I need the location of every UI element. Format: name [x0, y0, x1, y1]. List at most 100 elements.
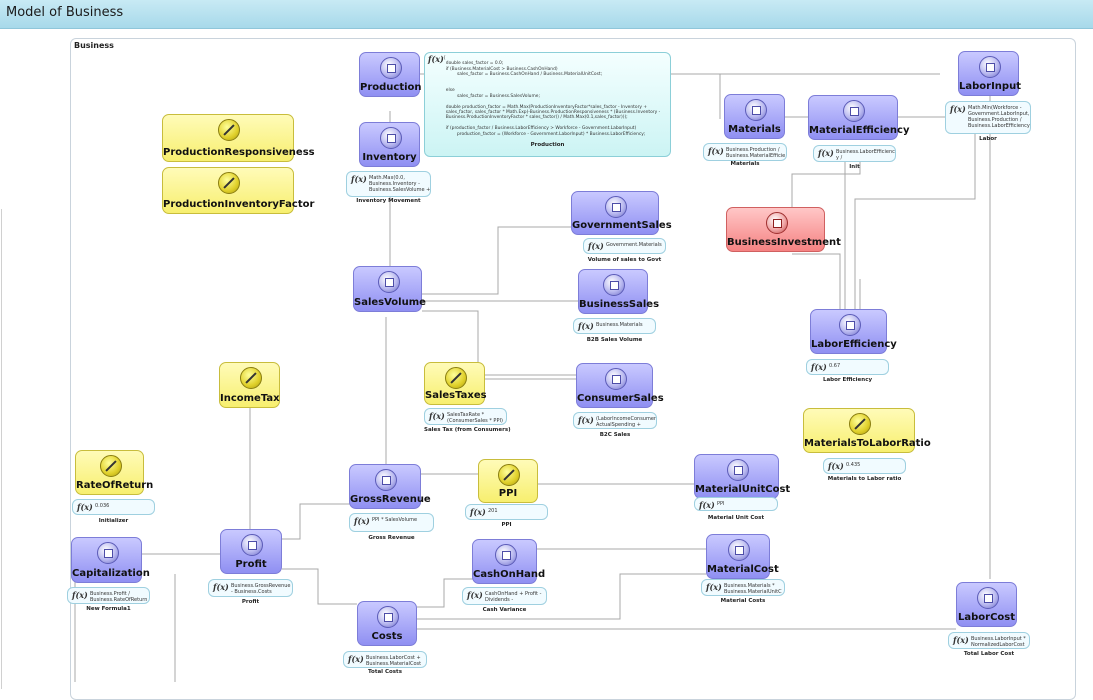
variable-icon: [494, 544, 517, 566]
formula-caption: Production: [530, 142, 565, 148]
business-frame-label: Business: [74, 41, 114, 50]
sales-volume-node[interactable]: SalesVolume: [353, 266, 426, 312]
wire-profit-costs: [282, 568, 357, 605]
variable-icon: [843, 100, 865, 122]
material-efficiency-formula[interactable]: f(x)Business.LaborEfficienc y /: [813, 145, 896, 162]
consumer-sales-formula[interactable]: f(x)(LaborIncomeConsumer. ActualSpending…: [573, 412, 657, 429]
materials-node[interactable]: Materials: [724, 94, 785, 139]
window-title: Model of Business: [6, 5, 124, 20]
function-icon: f(x): [428, 54, 444, 64]
costs-caption: Total Costs: [368, 669, 402, 675]
rate-of-return-formula[interactable]: f(x)0.036: [72, 499, 155, 515]
materials-to-labor-ratio-formula[interactable]: f(x)0.435: [823, 458, 906, 474]
profit-formula[interactable]: f(x)Business.GrossRevenue - Business.Cos…: [208, 579, 293, 597]
function-icon: f(x): [351, 174, 367, 184]
function-icon: f(x): [77, 502, 93, 512]
parameter-icon: [218, 119, 240, 141]
inventory-formula[interactable]: f(x)Math.Max(0.0, Business.Inventory - B…: [346, 171, 431, 197]
function-icon: f(x): [950, 104, 966, 114]
function-icon: f(x): [828, 461, 844, 471]
business-sales-node[interactable]: BusinessSales: [578, 269, 659, 314]
material-efficiency-node[interactable]: MaterialEfficiency: [808, 95, 909, 140]
profit-node[interactable]: Profit: [220, 529, 282, 574]
materials-caption: Materials: [730, 161, 760, 167]
variable-icon: [603, 274, 625, 296]
costs-formula[interactable]: f(x)Business.LaborCost + Business.Materi…: [343, 651, 427, 668]
material-unit-cost-node[interactable]: MaterialUnitCost: [694, 454, 790, 499]
material-efficiency-caption: Init: [849, 164, 860, 170]
ppi-node[interactable]: PPI: [478, 459, 538, 503]
ppi-formula[interactable]: f(x)201: [465, 504, 548, 520]
gross-revenue-formula[interactable]: f(x)PPI * SalesVolume: [349, 513, 434, 532]
rate-of-return-node[interactable]: RateOfReturn: [75, 450, 153, 495]
production-formula[interactable]: f(x){ double sales_factor = 0.0; if (Bus…: [424, 52, 671, 157]
function-icon: f(x): [588, 241, 604, 251]
production-inventory-factor-node[interactable]: ProductionInventoryFactor: [162, 167, 314, 214]
wire-big-materials: [672, 73, 721, 119]
wire-costs-materialcost: [417, 573, 706, 620]
ppi-caption: PPI: [501, 522, 512, 528]
labor-efficiency-formula[interactable]: f(x)0.67: [806, 359, 889, 375]
labor-cost-formula[interactable]: f(x)Business.LaborInput * NormalizedLabo…: [948, 632, 1030, 649]
function-icon: f(x): [818, 148, 834, 158]
labor-input-formula[interactable]: f(x)Math.Min(Workforce - Government.Labo…: [945, 101, 1031, 134]
function-icon: f(x): [811, 362, 827, 372]
parameter-icon: [218, 172, 240, 194]
consumer-sales-node[interactable]: ConsumerSales: [576, 363, 664, 408]
cash-on-hand-caption: Cash Variance: [482, 607, 527, 613]
capitalization-formula[interactable]: f(x)Business.Profit / Business.RateOfRet…: [67, 587, 150, 604]
model-canvas[interactable]: Business Production f(x){ double sales: [0, 29, 1093, 700]
function-icon: f(x): [699, 500, 715, 510]
parameter-icon: [239, 367, 262, 389]
inventory-node[interactable]: Inventory: [359, 122, 420, 167]
material-unit-cost-formula[interactable]: f(x)PPI: [694, 497, 778, 511]
labor-efficiency-node[interactable]: LaborEfficiency: [810, 309, 897, 354]
government-sales-node[interactable]: GovernmentSales: [571, 191, 672, 235]
variable-icon: [241, 534, 263, 556]
variable-icon: [978, 56, 1001, 78]
business-sales-formula[interactable]: f(x)Business.Materials: [573, 318, 656, 334]
sales-taxes-node[interactable]: SalesTaxes: [424, 362, 487, 405]
material-cost-node[interactable]: MaterialCost: [706, 534, 779, 579]
profit-caption: Profit: [241, 599, 260, 605]
function-icon: f(x): [706, 582, 722, 592]
government-sales-caption: Volume of sales to Govt: [587, 257, 662, 263]
sales-taxes-formula[interactable]: f(x)SalesTaxRate * (ConsumerSales * PPI): [424, 408, 507, 425]
production-node[interactable]: Production: [359, 52, 422, 97]
cash-on-hand-node[interactable]: CashOnHand: [472, 539, 545, 584]
materials-to-labor-ratio-node[interactable]: MaterialsToLaborRatio: [803, 408, 931, 453]
materials-to-labor-ratio-caption: Materials to Labor ratio: [827, 476, 902, 482]
external-variable-icon: [765, 212, 788, 234]
costs-node[interactable]: Costs: [357, 601, 417, 646]
materials-formula[interactable]: f(x)Business.Production / Business.Mater…: [703, 143, 787, 161]
government-sales-formula[interactable]: f(x)Government.Materials: [583, 238, 666, 254]
parameter-icon: [99, 455, 122, 477]
inventory-caption: Inventory Movement: [356, 198, 421, 204]
gross-revenue-node[interactable]: GrossRevenue: [349, 464, 431, 509]
labor-input-caption: Labor: [979, 136, 997, 142]
variable-icon: [375, 469, 397, 491]
variable-icon: [726, 459, 749, 481]
labor-cost-caption: Total Labor Cost: [963, 651, 1015, 657]
production-responsiveness-node[interactable]: ProductionResponsiveness: [162, 114, 315, 162]
labor-cost-node[interactable]: LaborCost: [956, 582, 1017, 627]
business-investment-node[interactable]: BusinessInvestment: [726, 207, 841, 252]
labor-efficiency-caption: Labor Efficiency: [822, 377, 873, 383]
variable-icon: [604, 368, 627, 390]
material-cost-caption: Material Costs: [720, 598, 766, 604]
parameter-icon: [444, 367, 467, 389]
income-tax-node[interactable]: IncomeTax: [219, 362, 280, 408]
material-unit-cost-caption: Material Unit Cost: [707, 515, 765, 521]
function-icon: f(x): [578, 321, 594, 331]
wire-salesvolume-govsales: [422, 226, 572, 295]
business-sales-caption: B2B Sales Volume: [586, 337, 643, 343]
rate-of-return-caption: Initializer: [98, 518, 129, 524]
labor-input-node[interactable]: LaborInput: [958, 51, 1021, 96]
capitalization-node[interactable]: Capitalization: [71, 537, 150, 583]
material-cost-formula[interactable]: f(x)Business.Materials * Business.Materi…: [701, 579, 785, 596]
variable-icon: [377, 606, 399, 628]
cash-on-hand-formula[interactable]: f(x)CashOnHand + Profit - Dividends -: [462, 587, 547, 605]
wire-laborinput-laborefficiency: [854, 129, 976, 309]
variable-icon: [976, 587, 999, 609]
function-icon: f(x): [708, 146, 724, 156]
